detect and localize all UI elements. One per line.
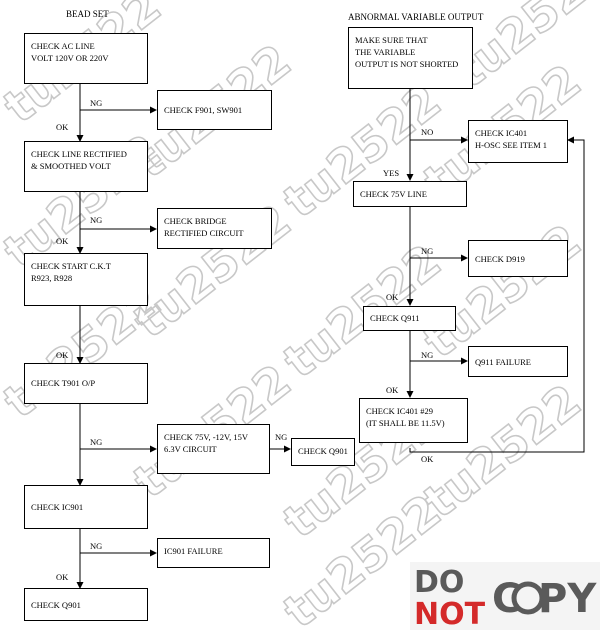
check-bridge-box: CHECK BRIDGE RECTIFIED CIRCUIT (157, 208, 272, 249)
right-flow-title: ABNORMAL VARIABLE OUTPUT (348, 12, 484, 22)
edge-label-ng: NG (421, 246, 434, 256)
logo-word-do: DO (414, 565, 464, 600)
check-ic401-29-box: CHECK IC401 #29 (IT SHALL BE 11.5V) (359, 398, 468, 443)
edge-label-ok: OK (56, 572, 69, 582)
logo-word-not: NOT (414, 597, 486, 630)
check-q911-box: CHECK Q911 (363, 306, 456, 331)
edge-label-yes: YES (383, 168, 400, 178)
make-sure-box: MAKE SURE THAT THE VARIABLE OUTPUT IS NO… (348, 27, 473, 89)
check-q901-bottom-box: CHECK Q901 (24, 588, 148, 621)
edge-label-no: NO (421, 127, 434, 137)
edge-label-ng: NG (90, 98, 103, 108)
edge-label-ok: OK (386, 292, 399, 302)
do-not-copy-logo: DO NOT C PY (410, 562, 600, 630)
check-t901-box: CHECK T901 O/P (24, 363, 148, 404)
edge-label-ok: OK (421, 454, 434, 464)
check-q901-mid-box: CHECK Q901 (291, 438, 355, 466)
check-ac-line-box: CHECK AC LINE VOLT 120V OR 220V (24, 33, 148, 84)
edge-label-ok: OK (56, 122, 69, 132)
check-start-ckt-box: CHECK START C.K.T R923, R928 (24, 253, 148, 306)
check-line-rectified-box: CHECK LINE RECTIFIED & SMOOTHED VOLT (24, 141, 148, 192)
left-flow-title: BEAD SET (66, 9, 109, 19)
edge-label-ng: NG (90, 215, 103, 225)
check-voltage-circuit-box: CHECK 75V, -12V, 15V 6.3V CIRCUIT (157, 424, 270, 474)
ic901-failure-box: IC901 FAILURE (157, 538, 270, 568)
edge-label-ng: NG (90, 437, 103, 447)
edge-label-ng: NG (421, 350, 434, 360)
edge-label-ok: OK (56, 236, 69, 246)
check-ic901-box: CHECK IC901 (24, 485, 148, 529)
logo-word-py: PY (538, 576, 597, 622)
edge-label-ng: NG (275, 432, 288, 442)
check-d919-box: CHECK D919 (468, 240, 568, 277)
logo-letter-c: C (492, 576, 521, 622)
check-ic401-box: CHECK IC401 H-OSC SEE ITEM 1 (468, 120, 568, 163)
q911-failure-box: Q911 FAILURE (468, 346, 568, 377)
edge-label-ok: OK (386, 385, 399, 395)
logo-o-circle (511, 581, 545, 615)
check-75v-line-box: CHECK 75V LINE (353, 181, 467, 207)
check-f901-box: CHECK F901, SW901 (157, 90, 272, 130)
edge-label-ng: NG (90, 541, 103, 551)
edge-label-ok: OK (56, 350, 69, 360)
